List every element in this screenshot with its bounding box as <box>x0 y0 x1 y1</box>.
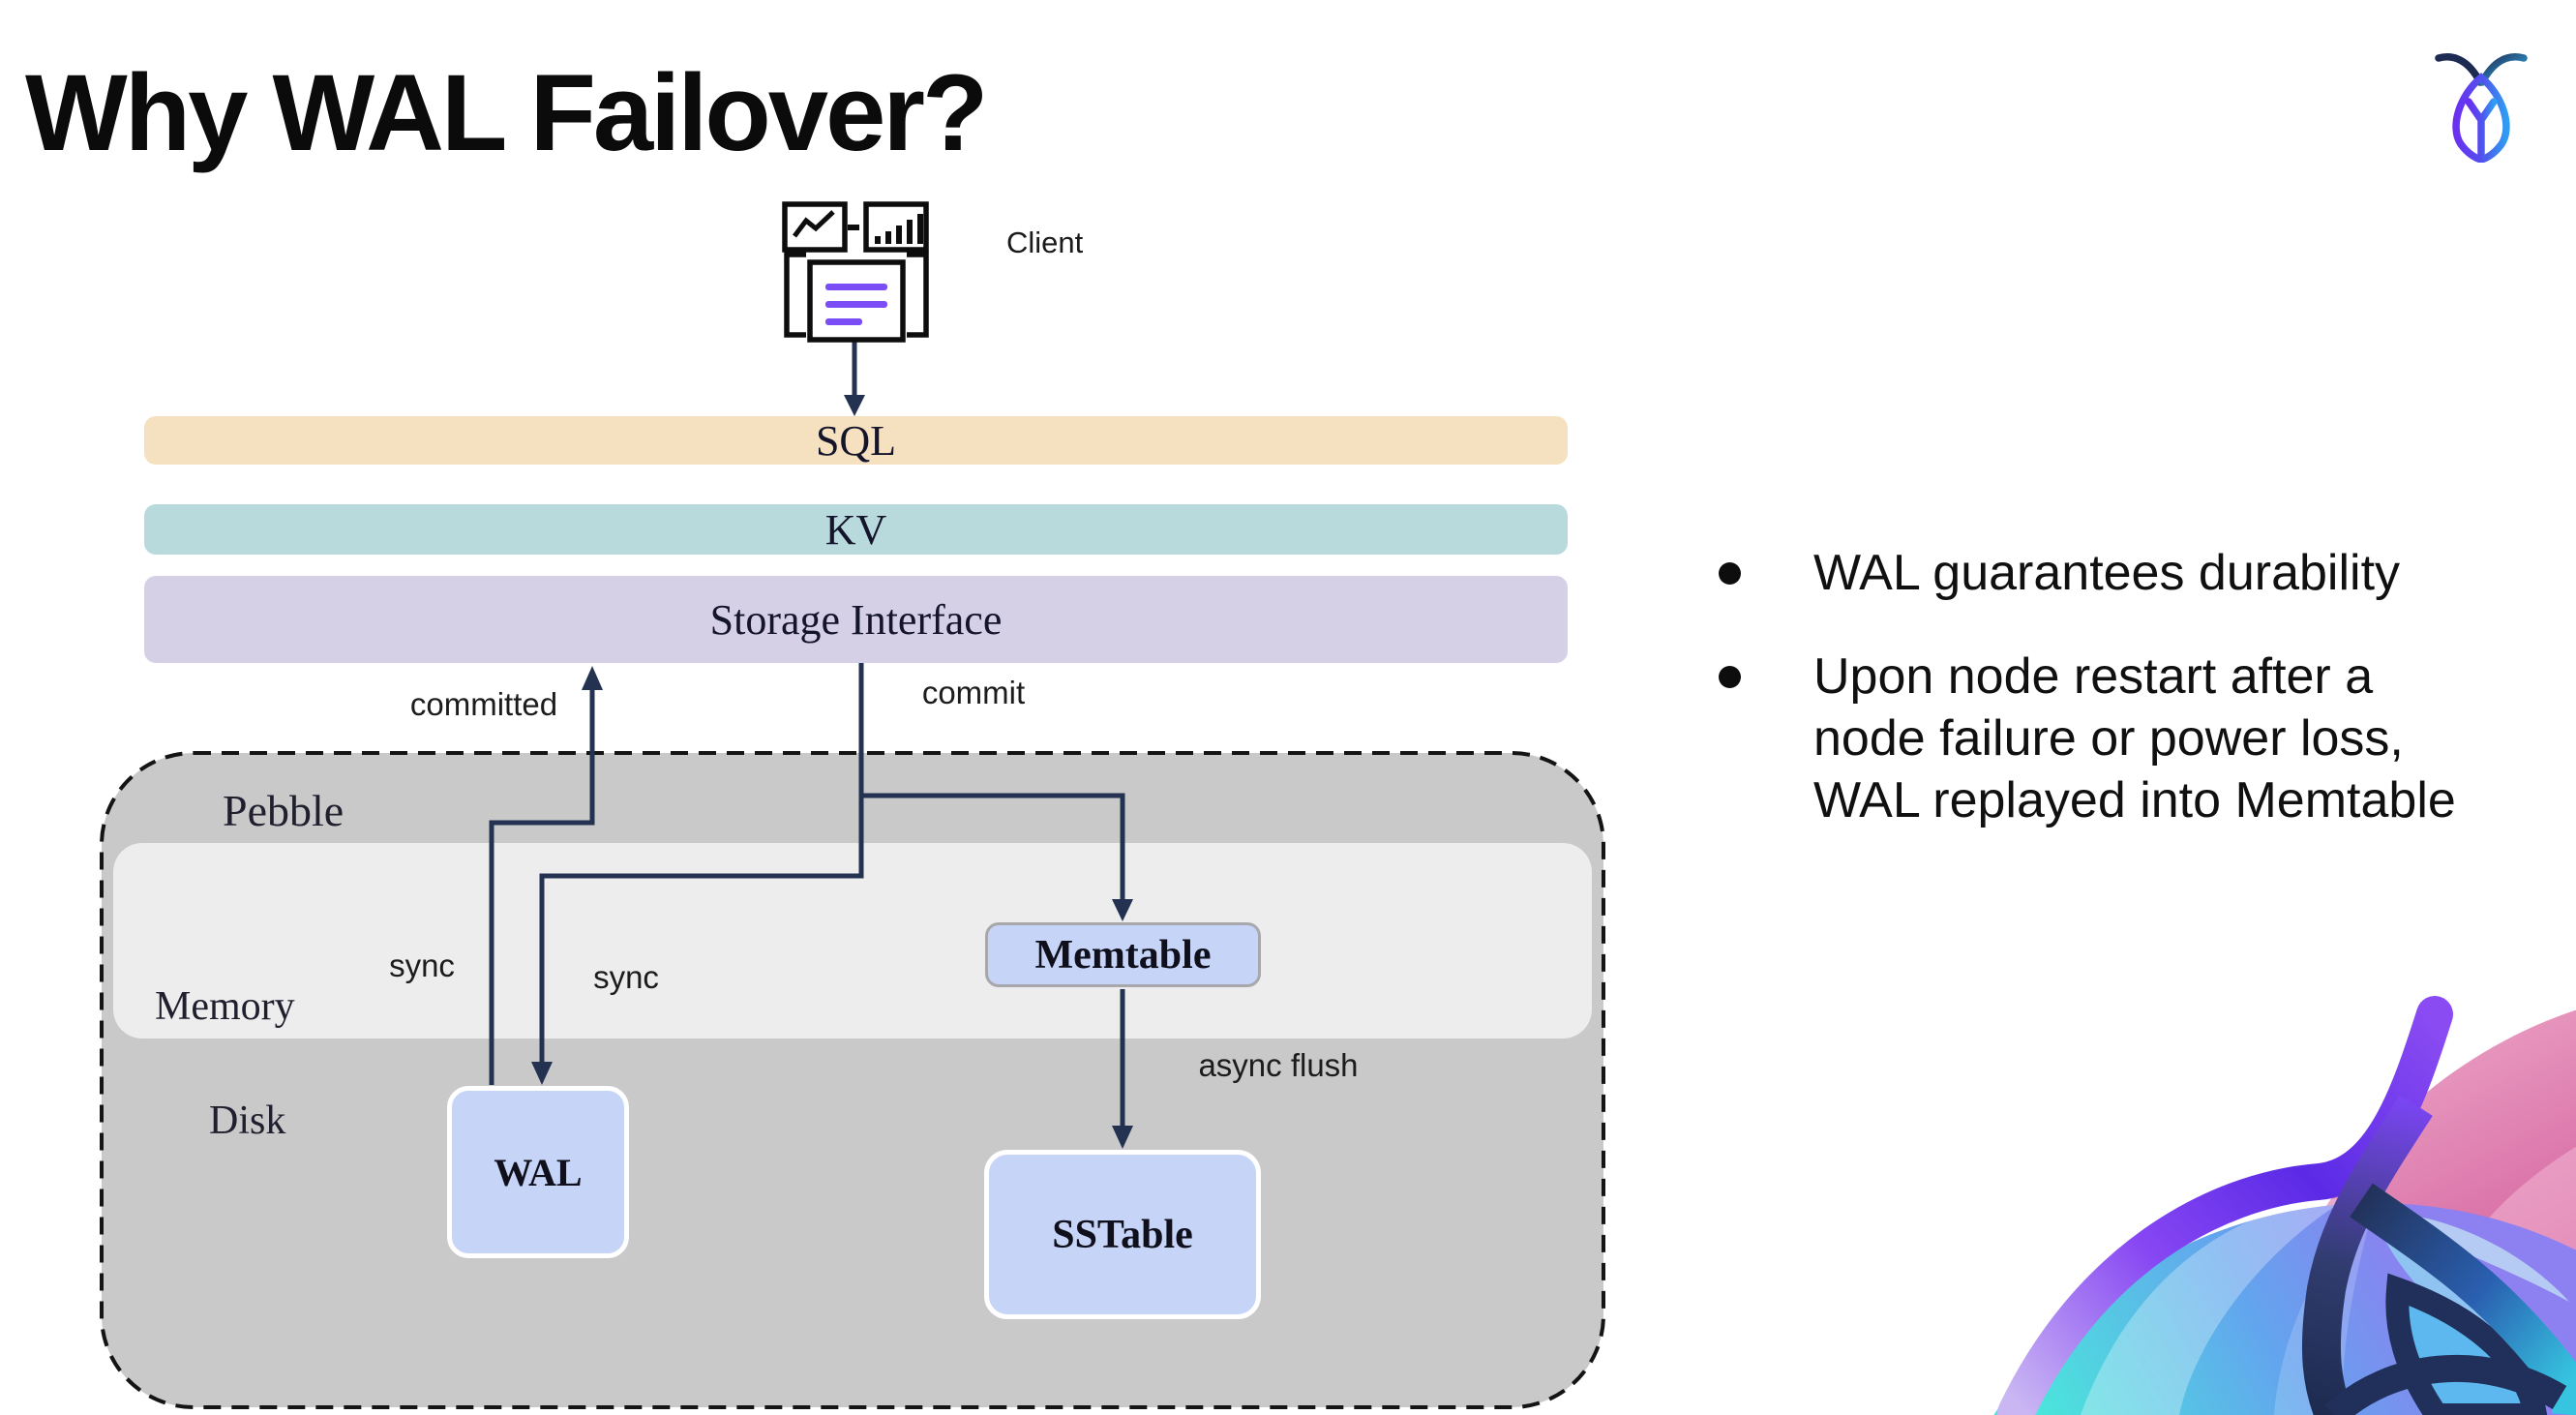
bullet-dot-icon <box>1719 562 1741 585</box>
bullet-list: WAL guarantees durability Upon node rest… <box>1684 542 2555 873</box>
layer-bar-sql: SQL <box>144 416 1568 465</box>
arrows <box>489 342 1125 1127</box>
layer-bar-storage-interface: Storage Interface <box>144 576 1568 663</box>
bullet-dot-icon <box>1719 666 1741 688</box>
bullet-line: Upon node restart after a <box>1813 648 2374 705</box>
sync-right-arrow-label: sync <box>593 959 659 995</box>
arrowhead-down-sstable <box>1112 1126 1133 1149</box>
layer-bar-kv-label: KV <box>824 505 887 554</box>
memory-band <box>113 843 1592 1039</box>
pebble-label: Pebble <box>223 786 344 835</box>
memory-label: Memory <box>155 984 295 1029</box>
sync-left-arrow-label: sync <box>389 948 455 983</box>
roach-antenna-stroke <box>2301 1095 2433 1415</box>
layer-bar-sql-label: SQL <box>815 416 897 465</box>
async-flush-arrow-label: async flush <box>1198 1047 1359 1083</box>
memtable-box-label: Memtable <box>1034 932 1212 978</box>
line-chart-icon <box>782 201 848 253</box>
bullet-text: Upon node restart after a node failure o… <box>1813 646 2555 831</box>
arrowhead-up-committed <box>582 666 603 690</box>
body-bottom-stroke <box>2324 1354 2567 1415</box>
disk-label: Disk <box>209 1099 286 1143</box>
bullet-line: node failure or power loss, <box>1813 710 2404 767</box>
bullet-text: WAL guarantees durability <box>1813 542 2555 604</box>
sstable-box-label: SSTable <box>1052 1212 1193 1257</box>
memtable-box: Memtable <box>985 922 1261 987</box>
bar-chart-icon <box>863 201 929 253</box>
bullet-line: WAL guarantees durability <box>1813 545 2401 601</box>
arrowhead-down-sql <box>844 395 865 416</box>
body-top-stroke <box>2350 1183 2576 1415</box>
arrow-commit <box>539 662 864 1063</box>
list-item: WAL guarantees durability <box>1684 542 2555 604</box>
blue-sphere-highlight <box>2081 1197 2350 1415</box>
arrow-committed <box>489 689 595 1085</box>
arrow-commit-to-memtable <box>861 793 1125 900</box>
arrowhead-down-wal <box>531 1062 553 1085</box>
commit-arrow-label: commit <box>921 675 1026 710</box>
committed-arrow-label: committed <box>409 686 558 722</box>
client-label: Client <box>1006 226 1084 259</box>
document-icon <box>784 252 929 343</box>
wal-box-label: WAL <box>494 1150 583 1194</box>
layer-bar-kv: KV <box>144 504 1568 555</box>
arrow-heads <box>531 395 1133 1149</box>
sstable-box: SSTable <box>984 1150 1261 1319</box>
bullet-line: WAL replayed into Memtable <box>1813 772 2456 828</box>
cockroachdb-logo-icon <box>2435 53 2528 163</box>
wal-box: WAL <box>447 1086 629 1258</box>
cockroachdb-brand-art <box>1993 996 2576 1415</box>
page-title: Why WAL Failover? <box>25 52 988 173</box>
arrowhead-down-memtable <box>1112 899 1133 921</box>
layer-bar-storage-label: Storage Interface <box>709 595 1003 644</box>
list-item: Upon node restart after a node failure o… <box>1684 646 2555 831</box>
client-terminal-icon <box>782 201 929 343</box>
dash-connector <box>848 225 859 230</box>
